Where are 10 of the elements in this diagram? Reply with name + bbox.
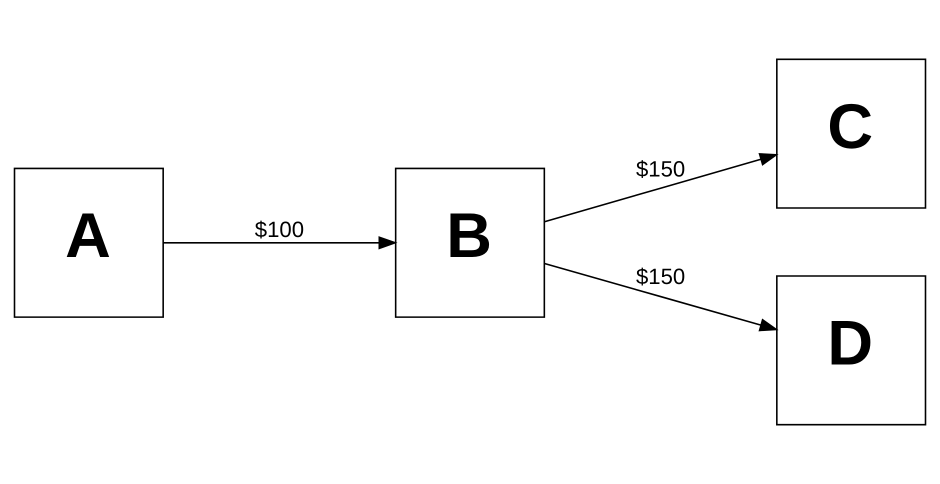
arrow — [163, 236, 398, 250]
arrow — [544, 153, 779, 223]
edge-label: $150 — [636, 156, 686, 182]
arrow — [544, 262, 779, 332]
node-box: A — [14, 168, 164, 318]
node-box: D — [776, 275, 926, 426]
edge-label: $100 — [254, 216, 304, 242]
node-box: C — [776, 58, 926, 209]
node-box: B — [394, 168, 546, 318]
edge-label: $150 — [636, 264, 686, 290]
